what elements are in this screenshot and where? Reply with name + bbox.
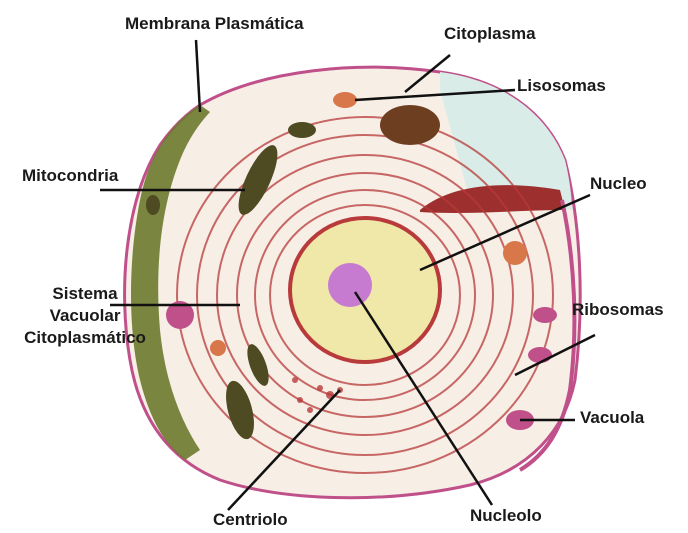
label-sistema-vacuolar: Sistema Vacuolar Citoplasmático	[10, 283, 160, 349]
mitochondrion-2	[288, 122, 316, 138]
lysosome-3	[210, 340, 226, 356]
vacuole-pit-1	[533, 307, 557, 323]
vacuole-pit-2	[528, 347, 552, 363]
nucleolus	[328, 263, 372, 307]
label-citoplasma: Citoplasma	[444, 24, 536, 44]
label-sistema-line2: Vacuolar	[10, 305, 160, 327]
label-sistema-line3: Citoplasmático	[10, 327, 160, 349]
lysosome-1	[333, 92, 357, 108]
label-ribosomas: Ribosomas	[572, 300, 664, 320]
label-vacuola: Vacuola	[580, 408, 644, 428]
leader-membrana	[196, 40, 200, 112]
mitochondrion-5	[146, 195, 160, 215]
lysosome-2	[503, 241, 527, 265]
label-mitocondria: Mitocondria	[22, 166, 118, 186]
label-nucleo: Nucleo	[590, 174, 647, 194]
label-sistema-line1: Sistema	[10, 283, 160, 305]
label-membrana: Membrana Plasmática	[125, 14, 304, 34]
label-lisosomas: Lisosomas	[517, 76, 606, 96]
label-nucleolo: Nucleolo	[470, 506, 542, 526]
organelle-brown	[380, 105, 440, 145]
label-centriolo: Centriolo	[213, 510, 288, 530]
